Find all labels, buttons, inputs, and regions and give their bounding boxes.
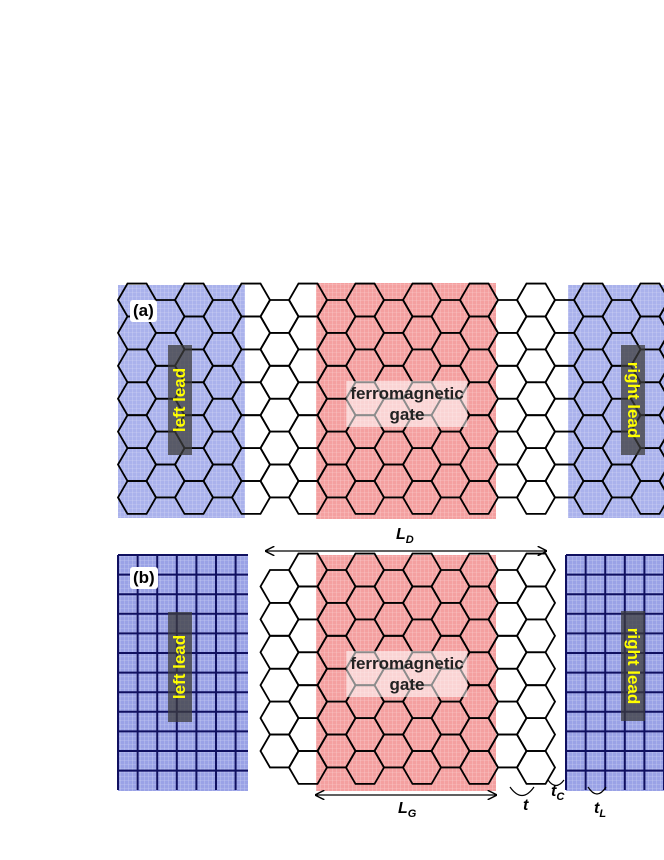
lattice-hexagon: [658, 471, 664, 491]
panel-b-gate-label-line2: gate: [389, 675, 425, 694]
panel-a-left-lead-label: left lead: [168, 345, 192, 455]
lattice-hexagon: [658, 306, 664, 327]
panel-b-gate-label-line1: ferromagnetic: [350, 654, 464, 673]
lattice-hexagon: [515, 552, 557, 588]
lattice-hexagon: [658, 405, 664, 425]
lattice-hexagon: [515, 717, 557, 752]
lattice-hexagon: [658, 438, 664, 458]
panel-b-label: (b): [130, 567, 158, 589]
lattice-hexagon: [515, 618, 557, 654]
panel-a-gate-label-line2: gate: [389, 405, 425, 424]
panel-b-right-lead-label: right lead: [621, 611, 645, 721]
lattice-hexagon: [515, 684, 557, 719]
hopping-tc-label: tC: [551, 783, 565, 804]
lattice-hexagon: [658, 339, 664, 359]
hopping-tc-arc: [547, 779, 565, 787]
hopping-t-arc: [509, 786, 535, 797]
device-length-label: LD: [396, 526, 414, 547]
hopping-t-label: t: [523, 797, 529, 814]
panel-b-gate-label: ferromagnetic gate: [346, 651, 468, 697]
panel-a-label: (a): [130, 300, 157, 322]
lattice-hexagon: [515, 651, 557, 687]
panel-a-gate-label: ferromagnetic gate: [346, 381, 468, 427]
panel-a-right-lead-label: right lead: [621, 345, 645, 455]
panel-a-gate-label-line1: ferromagnetic: [350, 384, 464, 403]
lattice-hexagon: [658, 372, 664, 392]
lattice-hexagon: [515, 750, 557, 785]
lattice-hexagon: [515, 585, 557, 621]
panel-b-left-square-lead: [117, 554, 248, 790]
gate-length-label: LG: [398, 800, 417, 821]
hopping-tl-label: tL: [594, 800, 607, 821]
panel-b-left-lead-label: left lead: [168, 612, 192, 722]
hopping-tl-arc: [587, 786, 607, 795]
